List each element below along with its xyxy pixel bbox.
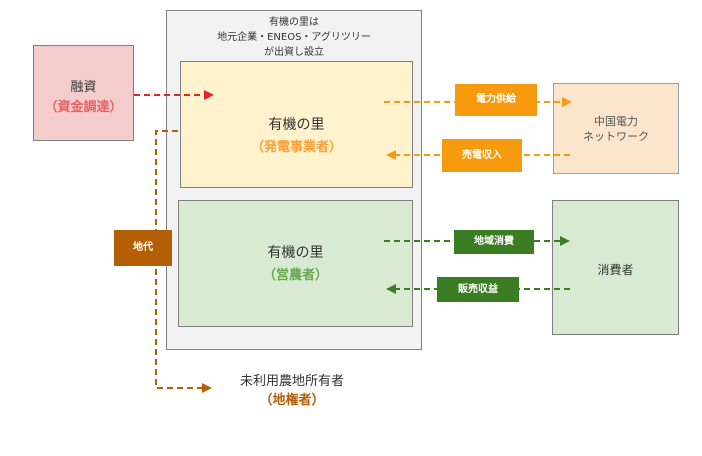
financing-box: 融資 （資金調達） (33, 45, 134, 141)
power-supply-tag: 電力供給 (455, 84, 537, 116)
outer-label-line2: 地元企業・ENEOS・アグリツリー (217, 32, 371, 43)
farm-box: 有機の里 （営農者） (178, 200, 413, 327)
generator-box: 有機の里 （発電事業者） (180, 61, 413, 188)
farm-title: 有機の里 (267, 245, 324, 261)
landowner-title: 未利用農地所有者 (239, 374, 344, 389)
generator-title: 有機の里 (268, 117, 325, 133)
sales-revenue-tag: 販売収益 (437, 277, 519, 302)
farm-subtitle: （営農者） (262, 268, 328, 283)
grid-company-line1: 中国電力 (594, 115, 638, 128)
consumer-title: 消費者 (597, 263, 634, 277)
outer-frame-label: 有機の里は 地元企業・ENEOS・アグリツリー が出資し設立 (167, 15, 421, 60)
land-rent-tag: 地代 (114, 230, 172, 266)
landowner-label: 未利用農地所有者 （地権者） (222, 370, 362, 410)
outer-label-line1: 有機の里は (269, 17, 319, 28)
grid-company-line2: ネットワーク (583, 130, 649, 143)
local-consumption-tag: 地域消費 (454, 230, 534, 254)
generator-subtitle: （発電事業者） (250, 140, 342, 155)
landowner-subtitle: （地権者） (259, 393, 325, 408)
consumer-box: 消費者 (552, 200, 679, 335)
financing-subtitle: （資金調達） (44, 100, 123, 115)
grid-company-label: 中国電力 ネットワーク (554, 114, 678, 144)
power-revenue-tag: 売電収入 (442, 139, 522, 172)
outer-label-line3: が出資し設立 (264, 47, 324, 58)
financing-title: 融資 (70, 80, 97, 95)
grid-company-box: 中国電力 ネットワーク (553, 83, 679, 174)
